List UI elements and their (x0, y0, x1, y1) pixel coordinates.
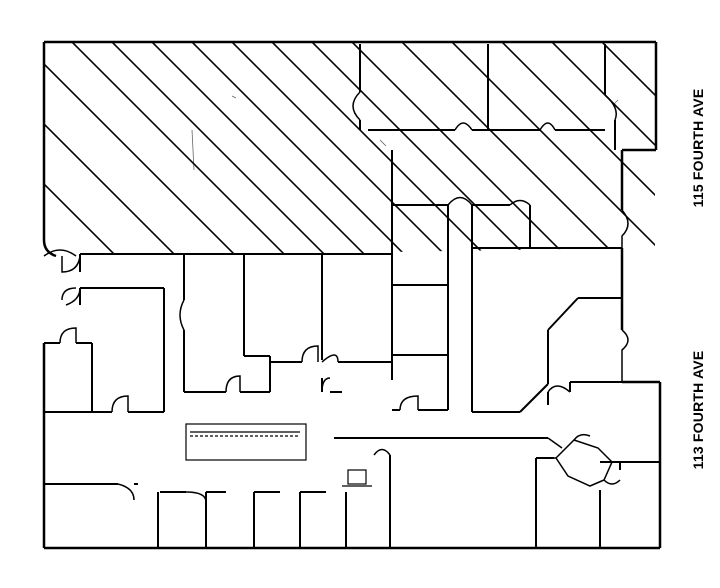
outer-walls (42, 40, 662, 550)
hatched-shell-area (44, 42, 655, 255)
address-label-115: 115 FOURTH AVE (690, 88, 706, 208)
interior-walls (44, 44, 660, 548)
address-label-113: 113 FOURTH AVE (690, 350, 706, 470)
scan-marks (191, 95, 619, 171)
counter-fixture (162, 423, 372, 493)
door-swings (43, 91, 629, 503)
angled-vestibule (547, 433, 621, 487)
